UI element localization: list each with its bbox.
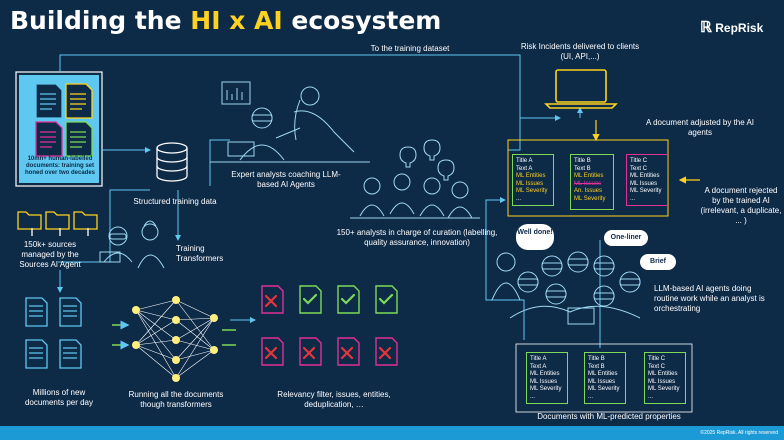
- database-icon: [156, 142, 188, 182]
- page-title: Building the HI x AI ecosystem: [10, 6, 442, 35]
- bubble-one-liner: One-liner: [604, 230, 648, 246]
- sources-label: 150k+ sources managed by the Sources AI …: [19, 240, 81, 269]
- analysts-label: 150+ analysts in charge of curation (lab…: [336, 228, 498, 247]
- labelled-doc-icons: [35, 83, 93, 157]
- filter-marks: [264, 293, 394, 360]
- ml-docs-label: Documents with ML-predicted properties: [537, 412, 681, 421]
- top-card-c: Title C Text C ML Entities ML Issues ML …: [626, 154, 668, 206]
- expert-coaching-illustration: [210, 81, 370, 163]
- folders-icon: [17, 211, 98, 236]
- structured-data-label: Structured training data: [133, 197, 217, 206]
- adjusted-label: A document adjusted by the AI agents: [645, 118, 755, 137]
- neural-network-icon: [112, 296, 236, 382]
- llm-agents-label: LLM-based AI agents doing routine work w…: [654, 284, 765, 313]
- footer-bar: [0, 426, 784, 440]
- labelled-docs-label: 10mn+ human-labelled documents: training…: [24, 156, 96, 176]
- training-dataset-label: To the training dataset: [370, 44, 450, 53]
- llm-agents-illustration: [491, 251, 641, 325]
- bottom-card-c: Title C Text C ML Entities ML Issues ML …: [644, 352, 686, 404]
- rejected-label: A document rejected by the trained AI (i…: [700, 186, 782, 225]
- relevancy-label: Relevancy filter, issues, entities, dedu…: [277, 390, 391, 409]
- copyright-text: ©2025 RepRisk. All rights reserved: [700, 430, 778, 436]
- connector-lines: [57, 54, 601, 348]
- filtered-documents-grid: [261, 285, 398, 366]
- brand-logo: ℝ RepRisk: [700, 19, 764, 36]
- expert-analysts-label: Expert analysts coaching LLM-based AI Ag…: [231, 170, 341, 189]
- new-documents-icons: [25, 297, 82, 369]
- bubble-well-done: Well done!: [516, 224, 554, 250]
- bubble-brief: Brief: [640, 254, 676, 270]
- bottom-cards-frame: [515, 343, 693, 413]
- millions-docs-label: Millions of new documents per day: [24, 388, 94, 407]
- running-docs-label: Running all the documents though transfo…: [128, 390, 224, 409]
- risk-incidents-label: Risk Incidents delivered to clients (UI,…: [520, 42, 640, 61]
- top-card-b: Title B Text B ML Entities ML Issues An.…: [570, 154, 614, 210]
- analysts-illustration: [350, 139, 480, 219]
- top-cards-frame: [507, 139, 669, 217]
- top-card-a: Title A Text A ML Entities ML Issues ML …: [512, 154, 554, 206]
- laptop-icon: [544, 69, 618, 109]
- bottom-card-a: Title A Text A ML Entities ML Issues ML …: [526, 352, 568, 404]
- bottom-card-b: Title B Text B ML Entities ML Issues ML …: [584, 352, 626, 404]
- training-label: Training Transformers: [176, 244, 224, 263]
- sources-agent-illustration: [99, 220, 165, 269]
- labelled-docs-box: [15, 71, 103, 187]
